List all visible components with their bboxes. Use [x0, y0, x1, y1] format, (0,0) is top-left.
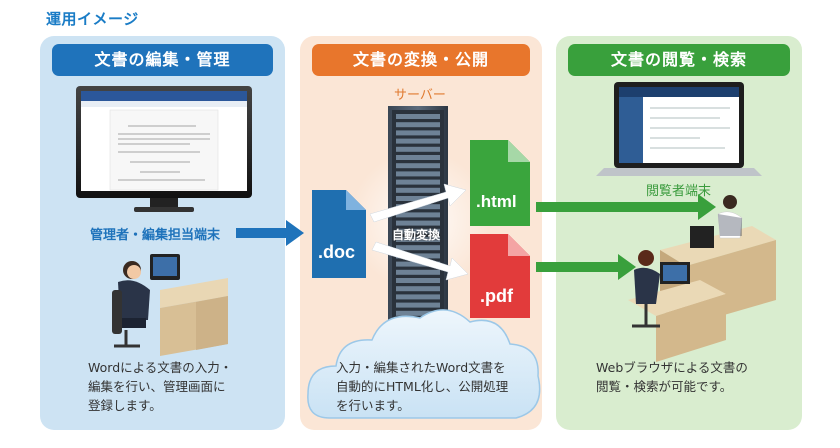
conversion-description: 入力・編集されたWord文書を 自動的にHTML化し、公開処理 を行います。 [336, 360, 509, 413]
server-slot [396, 146, 440, 152]
panel-title-conversion: 文書の変換・公開 [312, 44, 530, 76]
server-slot [396, 114, 440, 119]
server-slot [396, 294, 440, 300]
pdf-file-icon [470, 234, 530, 318]
server-slot [396, 286, 440, 292]
viewer-office-icon [628, 195, 776, 362]
admin-terminal-label: 管理者・編集担当端末 [90, 228, 221, 243]
server-slot [396, 196, 440, 201]
page-title: 運用イメージ [46, 10, 139, 28]
server-slot [396, 237, 440, 242]
server-slot [396, 122, 440, 128]
doc-file-icon [312, 190, 366, 278]
server-slot [396, 245, 440, 251]
server-slot [396, 269, 440, 275]
editing-description: Wordによる文書の入力・ 編集を行い、管理画面に 登録します。 [88, 360, 233, 413]
doc-file-label: .doc [318, 242, 356, 262]
server-slot [396, 179, 440, 185]
server-slot [396, 130, 440, 136]
pdf-file-label: .pdf [480, 286, 513, 306]
panel-title-editing: 文書の編集・管理 [52, 44, 273, 76]
server-rack-icon [388, 106, 448, 332]
server-slot [396, 138, 440, 144]
server-slot [396, 228, 440, 234]
server-slot [396, 212, 440, 218]
server-slot [396, 163, 440, 169]
server-slot [396, 187, 440, 193]
server-label: サーバー [394, 88, 446, 103]
server-slot [396, 261, 440, 267]
viewer-laptop-icon [596, 82, 762, 176]
server-slot [396, 310, 440, 316]
server-slot [396, 302, 440, 308]
server-slot [396, 278, 440, 283]
admin-worker-icon [112, 254, 228, 356]
panel-title-viewing: 文書の閲覧・検索 [568, 44, 790, 76]
auto-convert-label: 自動変換 [392, 228, 441, 242]
admin-monitor-icon [76, 86, 252, 212]
server-slot [396, 155, 440, 160]
arrow-pdf-to-viewer [536, 254, 636, 280]
arrow-admin-to-server [236, 220, 304, 246]
convert-arrows [369, 183, 469, 281]
html-file-label: .html [476, 192, 517, 211]
server-slot [396, 220, 440, 226]
arrow-html-to-viewer [536, 194, 716, 220]
cloud-icon [307, 309, 541, 419]
server-slot [396, 171, 440, 177]
viewing-description: Webブラウザによる文書の 閲覧・検索が可能です。 [596, 360, 748, 394]
html-file-icon [470, 140, 530, 226]
viewer-terminal-label: 閲覧者端末 [646, 184, 712, 199]
